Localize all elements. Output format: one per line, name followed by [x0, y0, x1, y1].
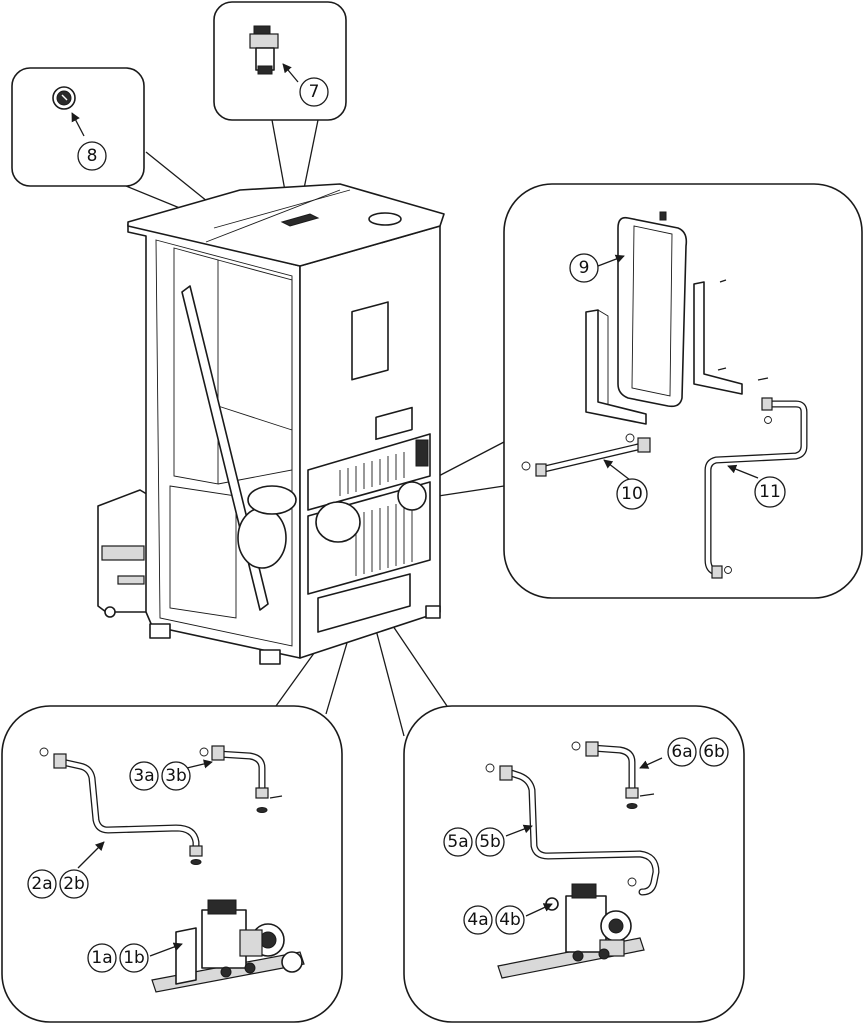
callout-8: 8 [87, 146, 98, 166]
detail-box-expansion: 9 10 11 [503, 183, 863, 599]
expansion-vessel [617, 211, 688, 408]
callout-6a: 6a [671, 742, 692, 762]
callout-11: 11 [759, 482, 781, 502]
inspection-panel [351, 301, 389, 381]
callout-2a: 2a [31, 874, 52, 894]
callout-5a: 5a [447, 832, 468, 852]
callout-2b: 2b [63, 874, 85, 894]
pipe-2 [39, 747, 203, 865]
detail-box-bottom-left: 3a 3b 2a 2b 1a 1b [1, 705, 343, 1023]
left-face [127, 223, 301, 659]
air-vent-valve [249, 25, 279, 75]
callout-6b: 6b [703, 742, 725, 762]
detail-box-8: 8 [11, 67, 145, 187]
callout-4a: 4a [467, 910, 488, 930]
pipe-6 [571, 741, 655, 809]
pipe-11 [704, 397, 808, 579]
callout-3b: 3b [165, 766, 187, 786]
detail-box-7: 7 [213, 1, 347, 121]
bracket-right [693, 281, 743, 395]
top-lid [127, 183, 445, 267]
pipe-3 [199, 745, 283, 813]
pipe-5 [485, 763, 660, 896]
callout-3a: 3a [133, 766, 154, 786]
lid-opening [368, 212, 402, 226]
fan-housing [315, 501, 361, 543]
callout-7: 7 [309, 82, 320, 102]
callout-9: 9 [579, 258, 590, 278]
callout-4b: 4b [499, 910, 521, 930]
callout-10: 10 [621, 484, 643, 504]
callout-5b: 5b [479, 832, 501, 852]
grille-panel-upper [307, 433, 431, 511]
callout-1b: 1b [123, 948, 145, 968]
pressure-gauge [52, 86, 76, 110]
detail-box-bottom-right: 6a 6b 5a 5b 4a 4b [403, 705, 745, 1023]
pipe-10 [521, 433, 651, 477]
boiler-assembly [97, 183, 445, 665]
lid-slot [280, 213, 320, 227]
callout-1a: 1a [91, 948, 112, 968]
pump-group-1 [151, 899, 305, 993]
flue-outlet [397, 481, 427, 511]
